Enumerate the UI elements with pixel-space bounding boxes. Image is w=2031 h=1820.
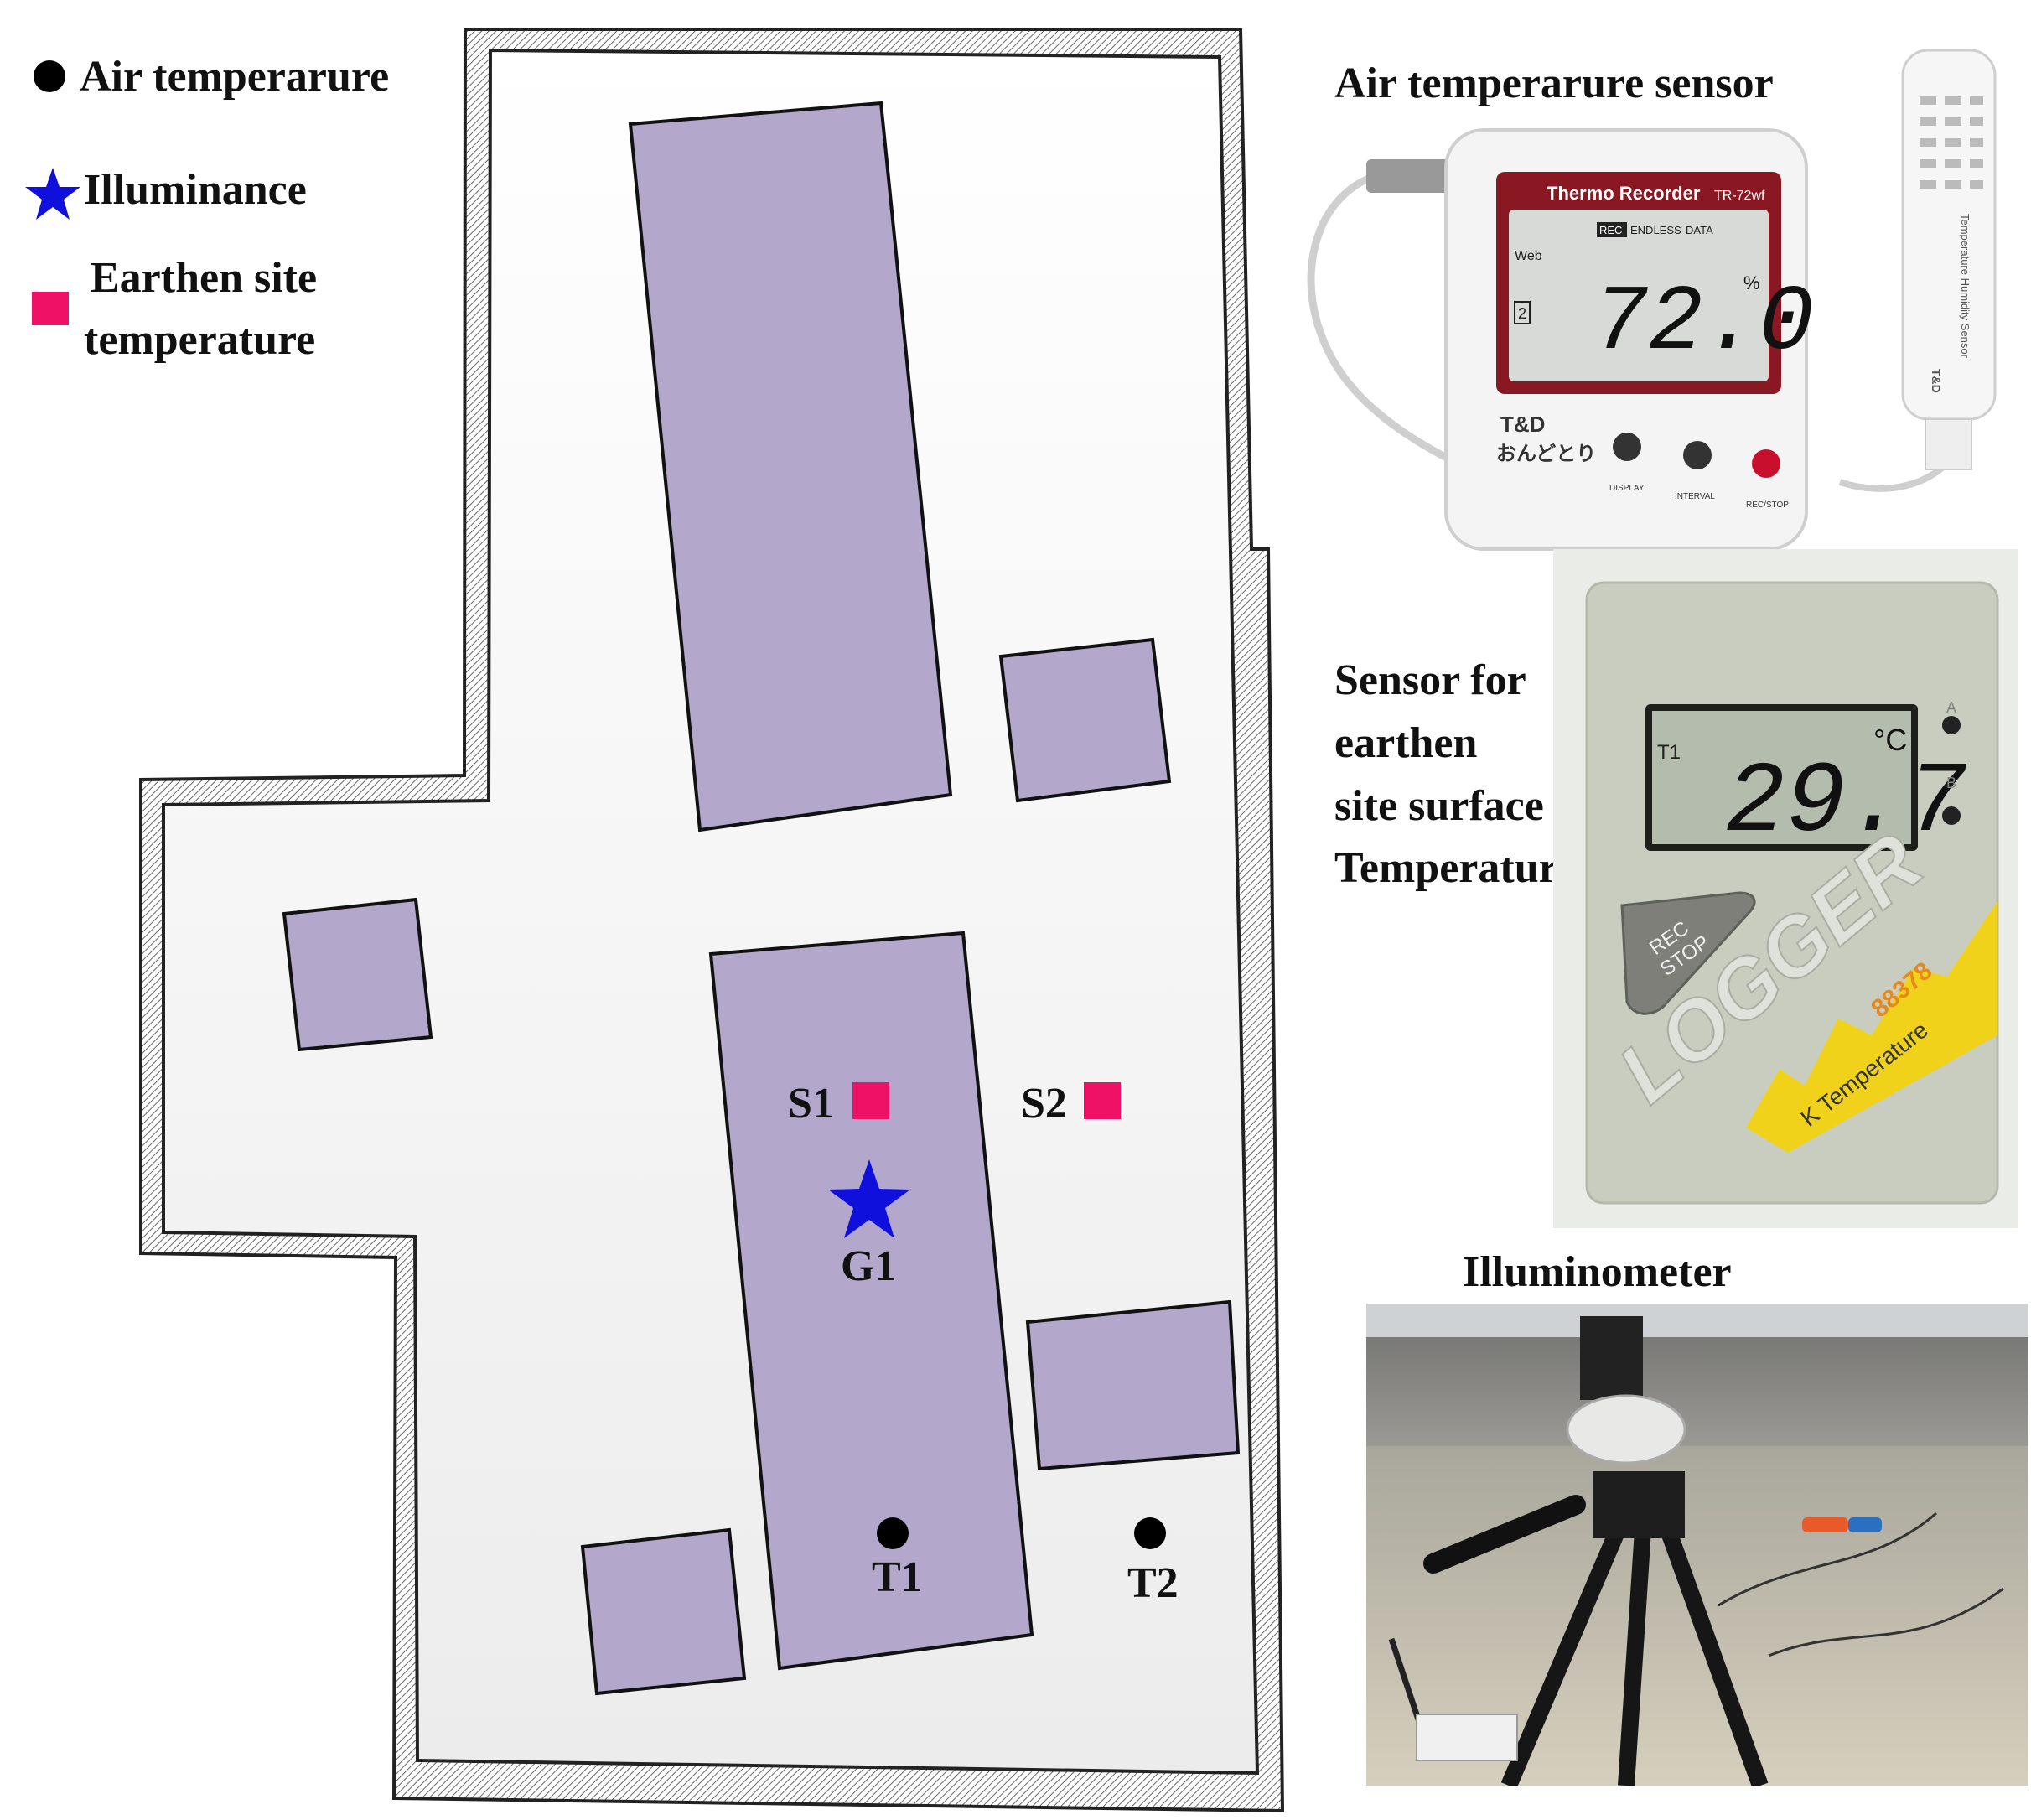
- air-marker-t1: [877, 1517, 909, 1549]
- probe-maker: T&D: [1930, 369, 1943, 393]
- humidity-probe: [1901, 49, 1997, 421]
- probe-vents: [1920, 96, 1983, 189]
- legend-air-label: Air temperarure: [80, 53, 390, 101]
- building-west-small: [282, 897, 433, 1052]
- marker-label-s1: S1: [788, 1080, 834, 1128]
- display-button: [1613, 433, 1641, 461]
- data-receiver-box: [1416, 1714, 1518, 1761]
- illuminance-marker-g1: [828, 1159, 910, 1238]
- interval-button: [1683, 441, 1712, 469]
- recorder-maker-sub: おんどとり: [1496, 443, 1596, 465]
- recorder-model: TR-72wf: [1714, 189, 1765, 203]
- cable-connector-orange: [1802, 1517, 1848, 1532]
- logger-port-b: [1942, 806, 1961, 825]
- logger-yellow-band: [1746, 901, 1997, 1153]
- marker-label-s2: S2: [1021, 1080, 1067, 1128]
- earthen-marker-s2: [1084, 1082, 1121, 1119]
- recorder-maker: T&D: [1500, 412, 1545, 437]
- logger-port-b-label: B: [1946, 775, 1956, 791]
- recorder-wifi-label: Web: [1515, 249, 1542, 263]
- site-floor-plan: S1 S2 G1 T1 T2: [139, 28, 1285, 1813]
- legend-illuminance-label: Illuminance: [84, 166, 307, 214]
- tripod-head: [1593, 1471, 1685, 1538]
- recorder-rec-tag: REC: [1599, 224, 1622, 236]
- building-north-long: [628, 101, 953, 832]
- recorder-reading: 72.0: [1593, 272, 1814, 376]
- recorder-channel-box: [1514, 301, 1531, 324]
- recorder-brand-title: Thermo Recorder: [1547, 183, 1701, 204]
- earthen-marker-s1: [852, 1082, 889, 1119]
- logger-port-a-label: A: [1946, 699, 1956, 716]
- illuminometer-sensor: [1580, 1316, 1643, 1400]
- building-central-long: [708, 931, 1034, 1671]
- display-button-label: DISPLAY: [1609, 484, 1645, 493]
- marker-label-t2: T2: [1127, 1559, 1179, 1607]
- air-sensor-title: Air temperarure sensor: [1334, 60, 1774, 107]
- marker-label-t1: T1: [872, 1553, 923, 1601]
- usb-connector: [1366, 159, 1458, 193]
- legend-illuminance-icon: [25, 168, 80, 220]
- building-north-east-small: [998, 637, 1172, 803]
- probe-cable-sleeve: [1925, 418, 1972, 470]
- cable-connector-blue: [1848, 1517, 1882, 1532]
- air-marker-t2: [1134, 1517, 1166, 1549]
- tripod-handle: [1423, 1495, 1586, 1574]
- logger-channel: T1: [1657, 741, 1681, 764]
- recorder-endless-tag: ENDLESS: [1630, 224, 1681, 236]
- legend-earthen-label-line1: Earthen site: [91, 254, 318, 302]
- illuminometer-title: Illuminometer: [1463, 1248, 1732, 1296]
- legend-earthen-icon: [32, 292, 69, 325]
- illuminometer-photo: [1366, 1304, 2028, 1786]
- legend: Air temperarure Illuminance Earthen site…: [0, 0, 469, 386]
- logger-port-a: [1942, 716, 1961, 734]
- logger-lcd: [1652, 711, 1911, 844]
- marker-label-g1: G1: [841, 1242, 896, 1290]
- rec-stop-button-label: REC/STOP: [1746, 500, 1789, 510]
- recorder-rec-tag-box: [1597, 222, 1627, 237]
- sensor-foil-wrap: [1566, 1394, 1686, 1465]
- probe-label: Temperature Humidity Sensor: [1959, 214, 1971, 359]
- surface-sensor-title-line2: earthen: [1334, 719, 1478, 767]
- building-south-east: [1025, 1299, 1241, 1471]
- interval-button-label: INTERVAL: [1675, 492, 1715, 501]
- logger-reading: 29.7: [1725, 747, 1966, 861]
- surface-sensor-title-line3: site surface: [1334, 782, 1544, 830]
- legend-earthen-label-line2: temperature: [84, 316, 316, 364]
- recorder-channel: 2: [1518, 305, 1526, 322]
- building-south-west: [580, 1527, 747, 1696]
- surface-temperature-logger-photo: T1 29.7 °C A B REC STOP LOGGER 88378 K T…: [1553, 549, 2018, 1228]
- tripod-leg-center: [1618, 1529, 1651, 1786]
- logger-unit: °C: [1873, 723, 1907, 757]
- rec-stop-button: [1752, 449, 1780, 478]
- surface-sensor-title-line4: Temperature: [1334, 844, 1577, 892]
- recorder-unit: %: [1743, 272, 1760, 293]
- air-temperature-sensor-photo: Thermo Recorder TR-72wf Web REC ENDLESS …: [1307, 49, 1997, 551]
- recorder-data-tag: DATA: [1686, 224, 1713, 236]
- recorder-lcd: [1509, 210, 1769, 381]
- surface-sensor-title-line1: Sensor for: [1334, 656, 1526, 704]
- tripod-leg-right: [1660, 1527, 1769, 1786]
- legend-air-icon: [34, 60, 65, 92]
- tripod-leg-left: [1500, 1527, 1626, 1786]
- logger-rec-stop-button: [1620, 891, 1756, 1015]
